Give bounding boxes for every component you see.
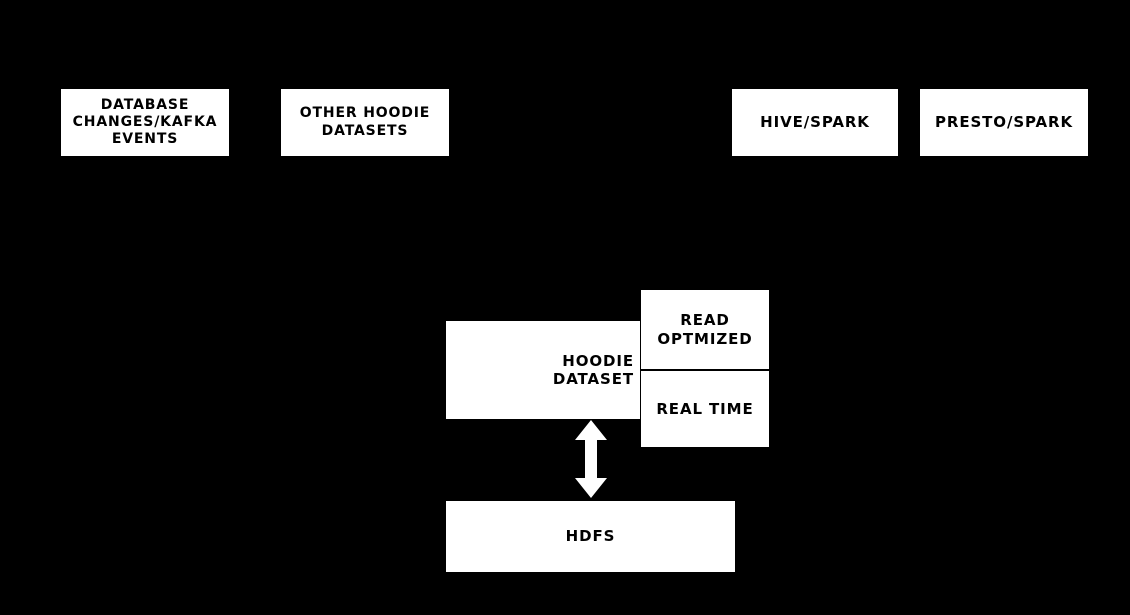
node-presto-spark[interactable]: PRESTO/SPARK <box>920 89 1088 156</box>
double-headed-arrow-glyph <box>575 420 607 498</box>
node-hive-spark[interactable]: HIVE/SPARK <box>732 89 898 156</box>
node-hdfs[interactable]: HDFS <box>446 501 735 572</box>
node-hoodie-dataset-label: HOODIE DATASET <box>552 351 634 388</box>
view-boxes-divider <box>641 369 769 371</box>
node-database-changes-kafka-events[interactable]: DATABASE CHANGES/KAFKA EVENTS <box>61 89 229 156</box>
node-hive-spark-label: HIVE/SPARK <box>760 113 870 132</box>
node-presto-spark-label: PRESTO/SPARK <box>934 113 1074 132</box>
node-read-optimized-label: READ OPTMIZED <box>657 311 753 348</box>
node-hoodie-dataset[interactable]: HOODIE DATASET <box>446 321 640 419</box>
node-other-hoodie-datasets-label: OTHER HOODIE DATASETS <box>299 105 431 139</box>
node-read-optimized-view[interactable]: READ OPTMIZED <box>641 290 769 369</box>
node-hdfs-label: HDFS <box>565 527 616 546</box>
node-real-time-view[interactable]: REAL TIME <box>641 371 769 447</box>
node-other-hoodie-datasets[interactable]: OTHER HOODIE DATASETS <box>281 89 449 156</box>
node-database-changes-label: DATABASE CHANGES/KAFKA EVENTS <box>72 96 218 148</box>
double-headed-arrow-icon <box>571 419 611 499</box>
node-real-time-label: REAL TIME <box>656 399 754 418</box>
